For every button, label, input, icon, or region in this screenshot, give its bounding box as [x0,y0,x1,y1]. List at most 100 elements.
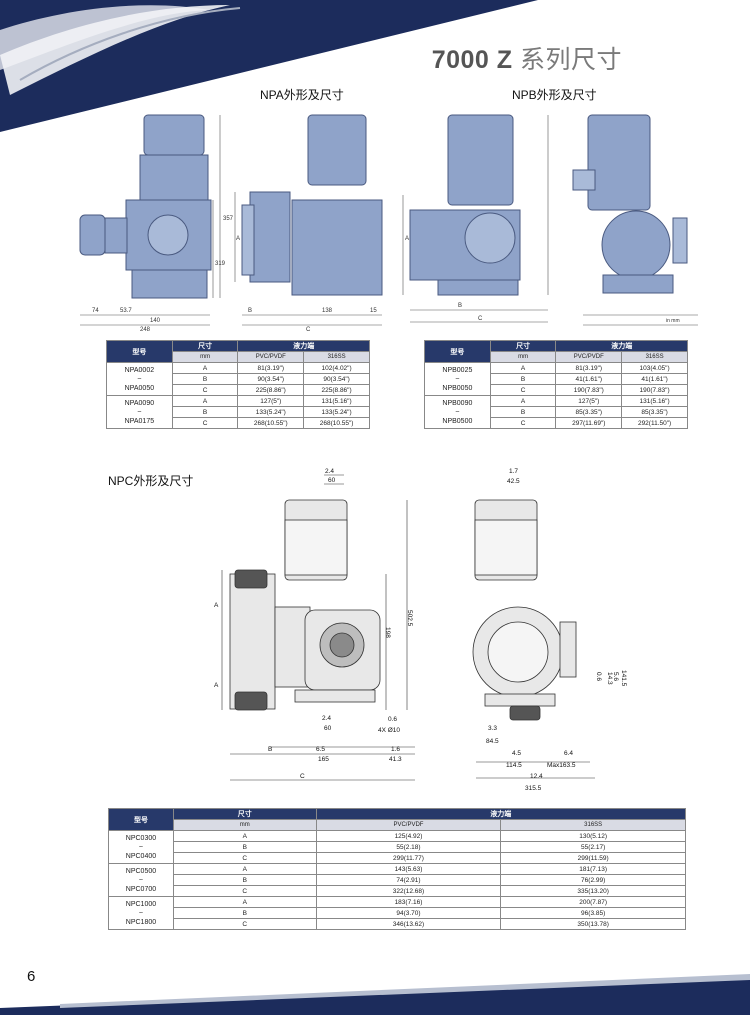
npa-dim-140: 140 [150,318,161,324]
table-cell: A [171,362,239,374]
npc-dim-12-4: 12.4 [530,773,543,780]
table-cell: 346(13.62) [315,918,502,930]
footer-band-graphic [0,974,750,1015]
npa-dim-357: 357 [223,216,234,222]
table-cell: 225(8.86") [237,384,305,396]
npc-dim-a-bottom: A [214,682,219,689]
table-cell: 102(4.02") [303,362,370,374]
table-cell: 335(13.20) [500,885,686,897]
table-cell: 85(3.35") [621,406,688,418]
table-cell: A [172,896,317,908]
npc-dim-a-top: A [214,602,219,609]
npa-dim-248: 248 [140,327,151,332]
table-cell: 85(3.35") [555,406,623,418]
table-cell: 76(2.99) [500,874,686,886]
npc-model-group-2: NPC0500~NPC0700 [108,863,174,897]
npb-th-ss: 316SS [621,351,688,363]
table-cell: 133(5.24") [237,406,305,418]
section-title-npb: NPB外形及尺寸 [512,88,597,102]
table-cell: B [171,406,239,418]
table-cell: 81(3.19") [237,362,305,374]
table-cell: 200(7.87) [500,896,686,908]
npa-dimension-drawing: 357 319 74 53.7 140 248 A B 138 15 C [79,114,383,332]
table-cell: 299(11.59) [500,852,686,864]
npa-dim-319: 319 [215,261,226,267]
npc-th-ss: 316SS [500,819,686,831]
npb-model-group-1: NPB0025~NPB0050 [424,362,491,396]
npa-th-ss: 316SS [303,351,370,363]
header-corner-graphic [0,0,538,132]
table-cell: 55(2.18) [315,841,502,853]
table-cell: 190(7.83") [555,384,623,396]
table-cell: B [172,841,317,853]
npb-dim-a: A [405,236,409,242]
npb-dim-c: C [478,316,483,322]
npc-dim-b: B [268,746,272,753]
table-cell: A [171,395,239,407]
npb-dim-unit: in mm [666,318,680,324]
table-cell: 297(11.69") [555,417,623,429]
table-cell: C [172,852,317,864]
table-cell: 41(1.61") [555,373,623,385]
npa-dim-c: C [306,327,311,332]
table-cell: 322(12.68) [315,885,502,897]
table-cell: 55(2.17) [500,841,686,853]
table-cell: 268(10.55") [303,417,370,429]
npc-dim-165: 165 [318,756,329,763]
npc-th-model: 型号 [108,808,174,831]
table-cell: C [171,417,239,429]
npc-dim-3-3: 3.3 [488,725,497,732]
npa-dim-a: A [236,236,240,242]
table-cell: A [172,863,317,875]
table-cell: B [489,406,557,418]
npc-dim-114-5: 114.5 [506,762,522,769]
npc-dim-c: C [300,773,305,780]
table-cell: A [489,395,557,407]
npc-dim-0-6-b: 0.6 [595,672,602,681]
npa-dim-138: 138 [322,308,333,314]
npc-dim-315-5: 315.5 [525,785,542,792]
table-cell: 190(7.83") [621,384,688,396]
table-cell: 94(3.70) [315,907,502,919]
table-cell: 143(5.63) [315,863,502,875]
table-cell: B [172,874,317,886]
table-cell: A [172,830,317,842]
npc-th-mm: mm [172,819,317,831]
table-cell: 225(8.86") [303,384,370,396]
npc-dim-41-3: 41.3 [389,756,402,763]
table-cell: 41(1.61") [621,373,688,385]
npc-dim-1-7: 1.7 [509,468,518,475]
table-cell: B [489,373,557,385]
npb-th-end: 液力端 [555,340,688,352]
table-cell: C [172,885,317,897]
table-cell: C [489,384,557,396]
npa-th-pvc: PVC/PVDF [237,351,305,363]
npa-model-group-2: NPA0090~NPA0175 [106,395,173,429]
table-cell: 81(3.19") [555,362,623,374]
npc-th-pvc: PVC/PVDF [315,819,502,831]
table-cell: C [489,417,557,429]
table-cell: 350(13.78) [500,918,686,930]
npc-dim-0-6: 0.6 [388,716,397,723]
npc-dimension-drawing: 2.4 60 198 502.5 A A 2.4 60 0.6 4X Ø10 B… [214,468,627,792]
table-cell: 96(3.85) [500,907,686,919]
table-cell: 127(5") [555,395,623,407]
npc-dim-2-4-b: 2.4 [322,715,331,722]
npa-th-mm: mm [171,351,239,363]
npc-dim-max163-5: Max163.5 [547,762,576,769]
npa-dim-b: B [248,308,252,314]
page-number: 6 [27,968,36,985]
table-cell: 130(5.12) [500,830,686,842]
table-cell: 127(5") [237,395,305,407]
npc-th-size: 尺寸 [172,808,317,820]
npc-th-end: 液力端 [315,808,687,820]
table-cell: B [171,373,239,385]
npc-dim-141-5: 141.5 [620,670,627,687]
table-cell: 292(11.50") [621,417,688,429]
section-title-npa: NPA外形及尺寸 [260,88,344,102]
npc-dim-4x10: 4X Ø10 [378,727,400,734]
npc-dim-60: 60 [328,477,336,484]
npa-th-end: 液力端 [237,340,370,352]
